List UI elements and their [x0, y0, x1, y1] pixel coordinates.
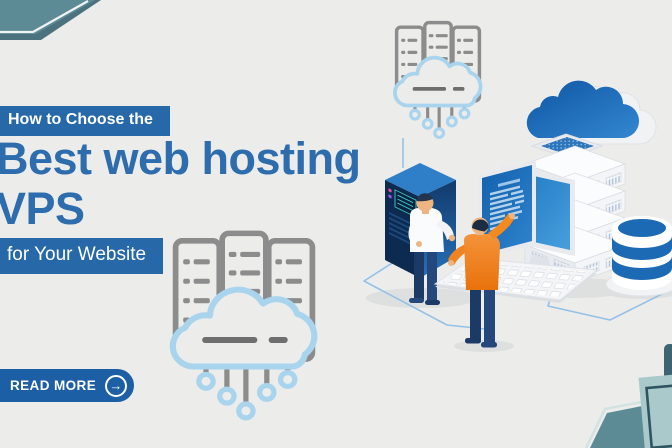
database-cylinder-icon — [605, 216, 672, 297]
corner-accent-top-left — [0, 0, 101, 40]
cloud-3d-icon — [526, 80, 657, 145]
hosting-illustration — [363, 80, 672, 352]
read-more-button[interactable]: READ MORE → — [0, 369, 135, 402]
subtitle-text: for Your Website — [7, 244, 147, 265]
main-title: Best web hosting VPS — [0, 133, 361, 235]
engineer-orange-shirt — [448, 213, 515, 348]
arrow-right-icon: → — [109, 378, 123, 393]
cloud-server-icon-large — [168, 226, 320, 422]
title-line-2: VPS — [0, 183, 85, 235]
title-line-1: Best web hosting — [0, 133, 361, 184]
kicker-text: How to Choose the — [8, 111, 153, 128]
subtitle-badge: for Your Website — [0, 238, 164, 274]
arrow-circle-icon: → — [105, 374, 128, 397]
kicker-badge: How to Choose the — [0, 106, 170, 136]
engineer-white-shirt — [408, 193, 456, 305]
read-more-label: READ MORE — [10, 378, 97, 393]
